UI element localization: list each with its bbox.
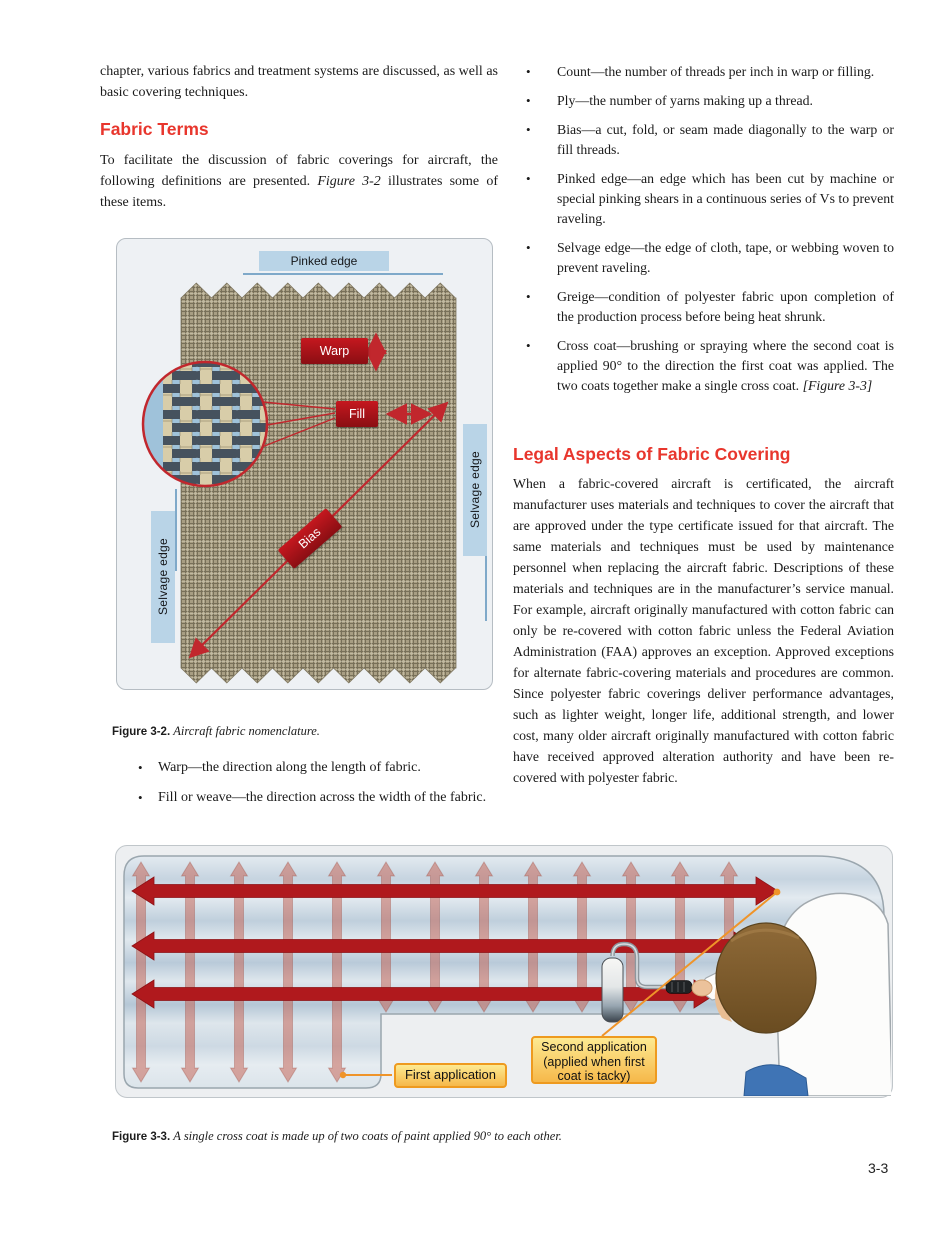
para-text: illustrates some of these items.: [100, 174, 498, 210]
para-text: To facilitate the discussion of fabric c…: [100, 153, 498, 189]
bullet-marker: •: [526, 338, 531, 353]
figure-3-3-illustration: First application Second application (ap…: [115, 845, 893, 1098]
caption-label: Figure 3-3.: [112, 1130, 171, 1143]
bullet-text: Warp—the direction along the length of f…: [158, 760, 421, 775]
left-bullet-list: • Warp—the direction along the length of …: [100, 757, 498, 817]
cross-coat-graphic: [123, 855, 891, 1096]
bullet-marker: •: [526, 122, 531, 137]
bullet-marker: •: [526, 93, 531, 108]
bullet-text: Pinked edge—an edge which has been cut b…: [557, 171, 894, 226]
fabric-diagram-graphic: [141, 282, 457, 684]
painted-fabric-surface: [123, 855, 885, 1089]
figure-3-2-diagram: Pinked edge Selvage edge Selvage edge Wa…: [116, 238, 493, 690]
label-line: Second application: [541, 1040, 647, 1054]
figure-3-3-caption: Figure 3-3. A single cross coat is made …: [112, 1129, 882, 1144]
label-leader-lines: [344, 892, 777, 1076]
selvage-left-accent-line: [175, 489, 177, 571]
list-item: • Bias—a cut, fold, or seam made diagonal…: [513, 120, 894, 160]
caption-text: Aircraft fabric nomenclature.: [173, 723, 320, 738]
label-line: (applied when first: [543, 1054, 645, 1069]
figure-reference: Figure 3-2: [317, 174, 381, 189]
list-item: • Fill or weave—the direction across the …: [100, 787, 498, 808]
bullet-marker: •: [138, 790, 143, 805]
pinked-edge-label: Pinked edge: [259, 251, 389, 271]
bullet-text: Cross coat—brushing or spraying where th…: [557, 338, 894, 393]
legal-aspects-paragraph: When a fabric-covered aircraft is certif…: [513, 476, 894, 785]
bullet-text: Count—the number of threads per inch in …: [557, 64, 875, 79]
list-item: • Ply—the number of yarns making up a thr…: [513, 91, 894, 111]
bullet-marker: •: [138, 760, 143, 775]
right-bullet-list: • Count—the number of threads per inch in…: [513, 62, 894, 405]
first-application-arrows: [131, 861, 739, 1083]
second-application-label: Second application (applied when first c…: [531, 1036, 657, 1084]
list-item: • Selvage edge—the edge of cloth, tape, o…: [513, 238, 894, 278]
bullet-marker: •: [526, 64, 531, 79]
fill-label: Fill: [336, 401, 378, 427]
pinked-edge-underline: [243, 273, 443, 275]
list-item: • Cross coat—brushing or spraying where t…: [513, 336, 894, 396]
caption-text: A single cross coat is made up of two co…: [173, 1128, 562, 1143]
fabric-terms-heading: Fabric Terms: [100, 119, 209, 139]
label-line: coat is tacky): [557, 1069, 631, 1083]
list-item: • Count—the number of threads per inch in…: [513, 62, 894, 82]
bullet-text: Bias—a cut, fold, or seam made diagonall…: [557, 122, 894, 157]
warp-label: Warp: [301, 338, 368, 364]
intro-paragraph: chapter, various fabrics and treatment s…: [100, 64, 498, 100]
bullet-text: Fill or weave—the direction across the w…: [158, 790, 487, 805]
paint-roller: [601, 941, 693, 1023]
figure-3-2-caption: Figure 3-2. Aircraft fabric nomenclature…: [112, 724, 494, 739]
selvage-edge-label-left: Selvage edge: [151, 511, 175, 643]
first-application-label: First application: [394, 1063, 507, 1088]
painter-figure: [691, 892, 891, 1096]
fabric-terms-paragraph: To facilitate the discussion of fabric c…: [100, 150, 498, 213]
page-number: 3-3: [868, 1160, 889, 1176]
legal-aspects-heading: Legal Aspects of Fabric Covering: [513, 444, 791, 464]
leader-dot-first: [339, 1071, 347, 1079]
bullet-text: Selvage edge—the edge of cloth, tape, or…: [557, 240, 894, 275]
list-item: • Warp—the direction along the length of …: [100, 757, 498, 778]
list-item: • Pinked edge—an edge which has been cut …: [513, 169, 894, 229]
selvage-edge-label-right: Selvage edge: [463, 424, 487, 556]
bullet-text: Ply—the number of yarns making up a thre…: [557, 93, 813, 108]
figure-reference: [Figure 3-3]: [802, 378, 873, 393]
selvage-right-accent-line: [485, 539, 487, 621]
caption-label: Figure 3-2.: [112, 725, 171, 738]
leader-dot-second: [773, 888, 781, 896]
bullet-text: Greige—condition of polyester fabric upo…: [557, 289, 894, 324]
bullet-marker: •: [526, 289, 531, 304]
bullet-marker: •: [526, 171, 531, 186]
list-item: • Greige—condition of polyester fabric up…: [513, 287, 894, 327]
bullet-marker: •: [526, 240, 531, 255]
